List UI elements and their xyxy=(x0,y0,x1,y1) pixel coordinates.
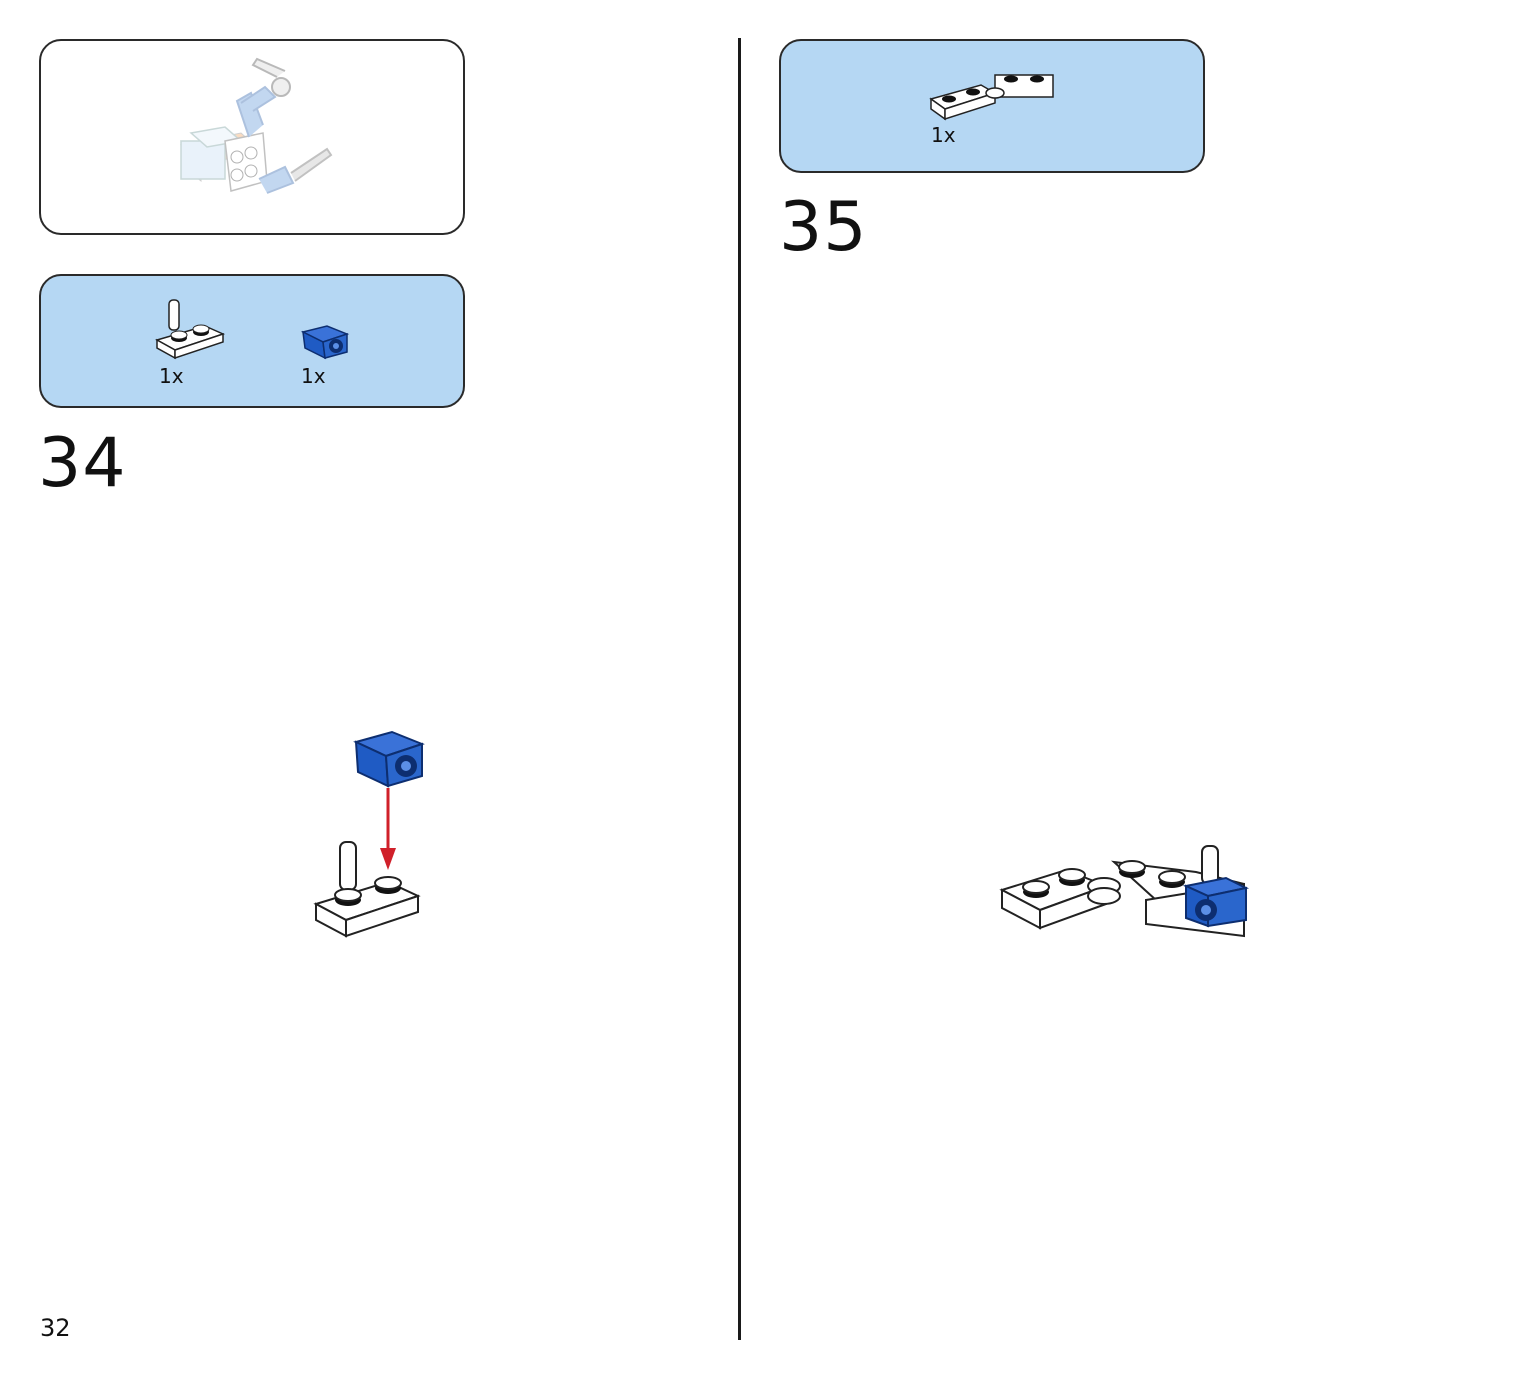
column-divider xyxy=(738,38,741,1340)
part-qty: 1x xyxy=(931,123,956,147)
white-hinge-plate-icon xyxy=(929,74,1054,121)
part-qty: 1x xyxy=(159,364,184,388)
blue-bracket-icon xyxy=(300,325,350,360)
page-number: 32 xyxy=(40,1314,71,1342)
white-plate-pin-icon xyxy=(155,299,226,360)
parts-callout-step-34: 1x 1x xyxy=(39,274,465,408)
step-35-assembly-icon xyxy=(999,845,1250,938)
step-number: 34 xyxy=(38,424,127,503)
parts-callout-step-35: 1x xyxy=(779,39,1205,173)
step-number: 35 xyxy=(779,188,868,267)
submodel-preview-box xyxy=(39,39,465,235)
part-qty: 1x xyxy=(301,364,326,388)
submodel-preview-icon xyxy=(179,57,333,194)
step-34-assembly-icon xyxy=(313,730,425,938)
